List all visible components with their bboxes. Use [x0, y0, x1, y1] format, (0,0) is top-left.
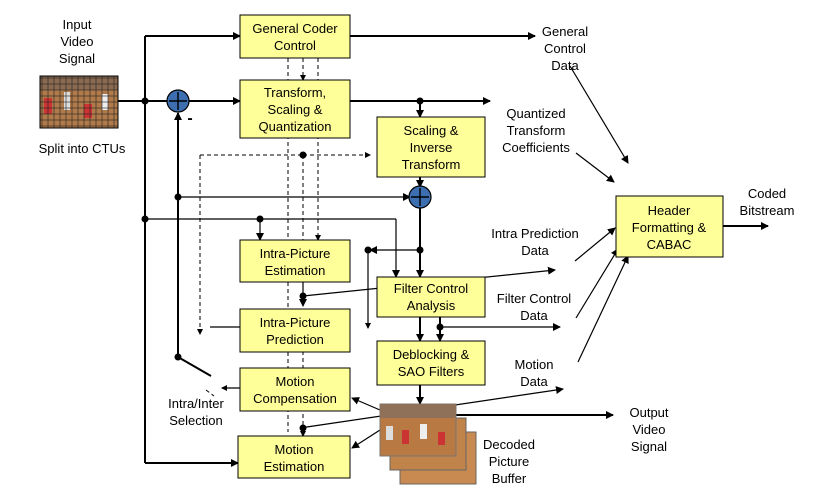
junction-dots [141, 97, 444, 432]
deblocking-line1: Deblocking & [393, 347, 470, 362]
svg-text:Decoded: Decoded [483, 437, 535, 452]
svg-text:Intra/Inter: Intra/Inter [168, 396, 224, 411]
transform-line1: Transform, [264, 85, 326, 100]
intra-estimation-line2: Estimation [265, 263, 326, 278]
svg-text:Buffer: Buffer [492, 471, 527, 486]
svg-text:Transform: Transform [507, 123, 566, 138]
transform-line3: Quantization [259, 119, 332, 134]
general-coder-control-line2: Control [274, 38, 316, 53]
general-coder-control-block: General Coder Control [239, 14, 351, 59]
motion-estimation-line1: Motion [274, 442, 313, 457]
minus-sign: - [187, 110, 192, 127]
header-formatting-line1: Header [648, 203, 691, 218]
intra-prediction-data-label: Intra Prediction Data [491, 226, 578, 258]
motion-estimation-block: Motion Estimation [237, 435, 351, 479]
svg-text:Video: Video [60, 34, 93, 49]
scaling-inverse-line1: Scaling & [404, 123, 459, 138]
input-video-label: Input Video Signal [59, 17, 95, 66]
input-video-image [39, 75, 119, 129]
deblocking-line2: SAO Filters [398, 364, 465, 379]
motion-compensation-line1: Motion [275, 374, 314, 389]
general-coder-control-line1: General Coder [252, 21, 338, 36]
filter-control-analysis-block: Filter Control Analysis [376, 276, 486, 318]
svg-text:Video: Video [632, 422, 665, 437]
svg-text:Signal: Signal [59, 51, 95, 66]
svg-text:Data: Data [521, 243, 549, 258]
svg-text:Data: Data [520, 308, 548, 323]
svg-text:Output: Output [629, 405, 668, 420]
filter-control-line1: Filter Control [394, 281, 469, 296]
scaling-inverse-line2: Inverse [410, 140, 453, 155]
scaling-inverse-transform-block: Scaling & Inverse Transform [376, 116, 486, 178]
svg-text:Input: Input [63, 17, 92, 32]
intra-inter-selection-label: Intra/Inter Selection [168, 396, 224, 428]
motion-estimation-line2: Estimation [264, 459, 325, 474]
intra-estimation-line1: Intra-Picture [260, 246, 331, 261]
header-formatting-line2: Formatting & [632, 220, 707, 235]
svg-text:Bitstream: Bitstream [740, 203, 795, 218]
svg-text:Signal: Signal [631, 439, 667, 454]
split-ctus-label: Split into CTUs [39, 141, 126, 156]
transform-line2: Scaling & [268, 102, 323, 117]
output-video-label: Output Video Signal [629, 405, 668, 454]
header-formatting-line3: CABAC [647, 237, 692, 252]
coded-bitstream-label: Coded Bitstream [740, 186, 795, 218]
svg-text:Motion: Motion [514, 357, 553, 372]
svg-text:Data: Data [551, 58, 579, 73]
scaling-inverse-line3: Transform [402, 157, 461, 172]
decoded-picture-buffer-label: Decoded Picture Buffer [483, 437, 535, 486]
transform-block: Transform, Scaling & Quantization [239, 79, 351, 139]
svg-text:Control: Control [544, 41, 586, 56]
motion-compensation-line2: Compensation [253, 391, 337, 406]
quantized-coeffs-label: Quantized Transform Coefficients [502, 106, 570, 155]
deblocking-sao-block: Deblocking & SAO Filters [376, 340, 486, 386]
subtractor-node [166, 89, 190, 113]
svg-text:Selection: Selection [169, 413, 222, 428]
motion-data-label: Motion Data [514, 357, 553, 389]
svg-text:General: General [542, 24, 588, 39]
svg-text:Picture: Picture [489, 454, 529, 469]
intra-picture-estimation-block: Intra-Picture Estimation [239, 239, 351, 283]
filter-control-line2: Analysis [407, 298, 456, 313]
intra-picture-prediction-block: Intra-Picture Prediction [239, 308, 351, 353]
general-control-data-label: General Control Data [542, 24, 588, 73]
intra-prediction-line2: Prediction [266, 332, 324, 347]
svg-text:Coefficients: Coefficients [502, 140, 570, 155]
decoded-picture-buffer [379, 403, 477, 485]
svg-text:Intra Prediction: Intra Prediction [491, 226, 578, 241]
intra-prediction-line1: Intra-Picture [260, 315, 331, 330]
adder-node [408, 185, 432, 209]
motion-compensation-block: Motion Compensation [239, 367, 351, 412]
svg-text:Data: Data [520, 374, 548, 389]
header-formatting-cabac-block: Header Formatting & CABAC [615, 195, 724, 258]
svg-text:Filter Control: Filter Control [497, 291, 572, 306]
filter-control-data-label: Filter Control Data [497, 291, 572, 323]
svg-text:Coded: Coded [748, 186, 786, 201]
svg-text:Quantized: Quantized [506, 106, 565, 121]
